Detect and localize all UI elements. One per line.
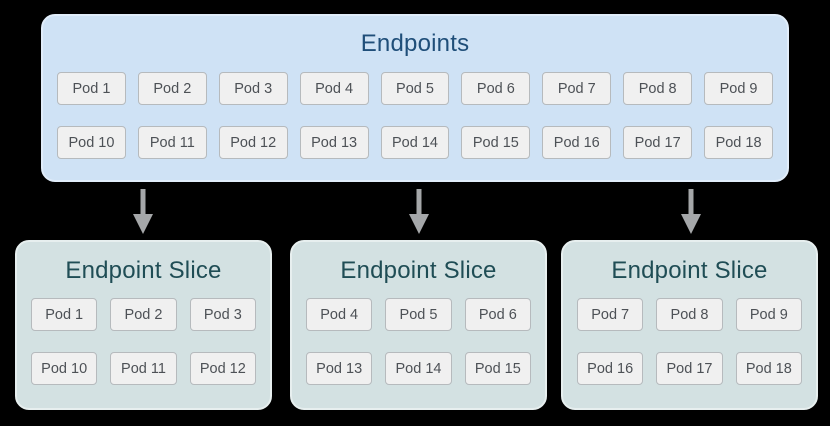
pod-item: Pod 7 [577, 298, 644, 331]
pod-item: Pod 1 [57, 72, 126, 105]
pod-item: Pod 8 [623, 72, 693, 105]
pod-item: Pod 11 [137, 126, 207, 159]
pod-item: Pod 3 [218, 72, 288, 105]
endpoints-box: Endpoints Pod 1 Pod 2 Pod 3 Pod 4 Pod 5 … [41, 14, 789, 182]
pod-item: Pod 2 [110, 298, 177, 331]
endpoint-slice-box-3: Endpoint Slice Pod 7 Pod 8 Pod 9 Pod 16 … [561, 240, 818, 410]
flow-arrow-left [132, 189, 154, 235]
pod-item: Pod 3 [189, 298, 256, 331]
endpoints-title: Endpoints [360, 30, 470, 57]
pod-item: Pod 12 [218, 126, 288, 159]
pod-item: Pod 15 [464, 352, 531, 385]
down-arrow-icon [681, 189, 701, 234]
pod-item: Pod 7 [542, 72, 612, 105]
pod-item: Pod 16 [542, 126, 612, 159]
pod-item: Pod 17 [656, 352, 723, 385]
flow-arrow-right [680, 189, 702, 235]
endpoint-slice-title: Endpoint Slice [611, 257, 768, 284]
pod-item: Pod 18 [735, 352, 802, 385]
flow-arrow-middle [408, 189, 430, 235]
pod-item: Pod 9 [735, 298, 802, 331]
endpoints-pod-grid: Pod 1 Pod 2 Pod 3 Pod 4 Pod 5 Pod 6 Pod … [55, 72, 775, 159]
slice-pod-grid: Pod 4 Pod 5 Pod 6 Pod 13 Pod 14 Pod 15 [304, 298, 533, 385]
pod-item: Pod 13 [299, 126, 369, 159]
pod-item: Pod 8 [656, 298, 723, 331]
pod-item: Pod 11 [110, 352, 177, 385]
pod-item: Pod 5 [385, 298, 452, 331]
pod-item: Pod 2 [137, 72, 207, 105]
slice-pod-grid: Pod 1 Pod 2 Pod 3 Pod 10 Pod 11 Pod 12 [29, 298, 258, 385]
pod-item: Pod 18 [704, 126, 773, 159]
slice-pod-grid: Pod 7 Pod 8 Pod 9 Pod 16 Pod 17 Pod 18 [575, 298, 804, 385]
pod-item: Pod 14 [385, 352, 452, 385]
endpoint-slice-title: Endpoint Slice [340, 257, 497, 284]
pod-item: Pod 17 [623, 126, 693, 159]
down-arrow-icon [133, 189, 153, 234]
pod-item: Pod 16 [577, 352, 644, 385]
pod-item: Pod 10 [57, 126, 126, 159]
pod-item: Pod 10 [31, 352, 98, 385]
pod-item: Pod 4 [299, 72, 369, 105]
pod-item: Pod 13 [306, 352, 373, 385]
pod-item: Pod 15 [461, 126, 531, 159]
endpoint-slice-title: Endpoint Slice [65, 257, 222, 284]
pod-item: Pod 5 [380, 72, 450, 105]
endpoint-slice-box-1: Endpoint Slice Pod 1 Pod 2 Pod 3 Pod 10 … [15, 240, 272, 410]
pod-item: Pod 12 [189, 352, 256, 385]
pod-item: Pod 4 [306, 298, 373, 331]
pod-item: Pod 6 [464, 298, 531, 331]
down-arrow-icon [409, 189, 429, 234]
pod-item: Pod 6 [461, 72, 531, 105]
pod-item: Pod 1 [31, 298, 98, 331]
pod-item: Pod 14 [380, 126, 450, 159]
pod-item: Pod 9 [704, 72, 773, 105]
endpoint-slice-box-2: Endpoint Slice Pod 4 Pod 5 Pod 6 Pod 13 … [290, 240, 547, 410]
